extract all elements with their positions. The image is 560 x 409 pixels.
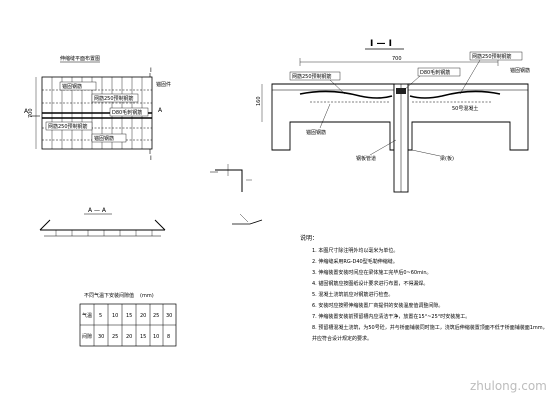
table-r1-c6: 30	[166, 313, 172, 319]
plan-callout-anchor-bottom: 锚固钢筋	[94, 135, 114, 142]
notes-block: 说明： 1. 本图尺寸除注明外均以毫米为单位。 2. 伸缩缝采用RG-D40型毛…	[300, 234, 548, 342]
table-r2-c1: 30	[98, 334, 104, 340]
table-r2-c6: 8	[167, 334, 170, 340]
note-6: 6. 安装时应按照伸缩装置厂商提供的安装温度值调整间隙。	[312, 302, 443, 309]
note-3: 3. 伸缩装置安装时间应在梁体施工完毕后0~60min。	[312, 269, 432, 276]
plan-label-i-bottom: I	[150, 155, 152, 162]
aa-view: A — A	[39, 207, 166, 237]
note-5: 5. 混凝土浇筑前应对钢筋进行检查。	[312, 291, 393, 298]
table-r1-c5: 25	[153, 313, 159, 319]
plan-label-a-right: A	[158, 107, 163, 114]
plan-view: 伸缩缝平面布置图 锚固钢筋 网筋250预制钢筋 D80毛刺钢筋 网筋250预制钢…	[24, 55, 171, 162]
plan-dim-left: 700	[28, 108, 34, 118]
table-r1-c4: 20	[140, 313, 146, 319]
note-8: 8. 预留槽混凝土浇筑，为50号砼，并与桥面铺装同时施工，浇筑后伸缩装置顶面不低…	[312, 324, 548, 331]
plan-callout-mesh-top: 网筋250预制钢筋	[94, 95, 134, 102]
section-title: I — I	[370, 39, 392, 49]
plan-callout-anchor: 锚固钢筋	[62, 83, 82, 90]
plan-label-a-left: A	[24, 108, 29, 115]
table-unit: (mm)	[140, 293, 154, 299]
plan-callout-right-top: 锚固件	[156, 81, 171, 88]
note-2: 2. 伸缩缝采用RG-D40型毛勒伸缩缝。	[312, 258, 398, 265]
table-r1-c1: 5	[99, 313, 102, 319]
note-7: 7. 伸缩装置安装前预留槽内应清洁干净，放置在15°~25°时安装施工。	[312, 313, 470, 320]
section-dim-left: 160	[256, 96, 262, 106]
table-r2-c3: 20	[126, 334, 132, 340]
section-view: I — I 700 160 网筋250预制钢筋 D80毛刺钢筋 网筋2	[256, 39, 530, 193]
plan-title: 伸缩缝平面布置图	[60, 55, 100, 62]
table-r1-c2: 10	[112, 313, 118, 319]
angle-detail	[210, 164, 252, 192]
section-label-beam: 梁(板)	[440, 155, 454, 162]
table-title: 不同气温下安装间隙值	[84, 292, 134, 299]
section-label-pipe: 钢板管道	[356, 155, 376, 162]
table-r2-c4: 15	[140, 334, 146, 340]
section-label-mesh-right: 网筋250预制钢筋	[472, 53, 512, 60]
bend-detail	[232, 213, 263, 225]
table-r1-c0: 气温	[82, 312, 92, 319]
plan-label-i-top: I	[150, 67, 152, 74]
gap-table: 不同气温下安装间隙值 (mm) 气温 5 10 15 20 25 30 间隙 3…	[79, 292, 177, 347]
watermark: zhulong.com	[470, 379, 547, 393]
section-right-slab	[407, 83, 529, 151]
section-label-bar50: 50号混凝土	[452, 105, 478, 112]
notes-heading: 说明：	[300, 234, 318, 242]
plan-callout-d80: D80毛刺钢筋	[112, 109, 142, 116]
table-r2-c5: 10	[153, 334, 159, 340]
note-1: 1. 本图尺寸除注明外均以毫米为单位。	[312, 247, 398, 254]
table-r2-c0: 间隙	[82, 333, 92, 340]
table-r1-c3: 15	[126, 313, 132, 319]
section-label-mesh-left: 网筋250预制钢筋	[292, 73, 332, 80]
aa-title: A — A	[88, 207, 107, 214]
section-label-d80: D80毛刺钢筋	[420, 69, 450, 76]
note-9: 并应符合设计规定的要求。	[312, 335, 372, 342]
section-dim-top: 700	[392, 56, 402, 62]
table-r2-c2: 25	[112, 334, 118, 340]
section-label-anchor-left: 锚固钢筋	[306, 129, 326, 136]
section-label-anchor-right: 锚固钢筋	[510, 67, 530, 74]
note-4: 4. 锚固钢筋应按图纸设计要求进行布置，不得漏焊。	[312, 280, 428, 287]
plan-callout-mesh-bottom: 网筋250预制钢筋	[48, 123, 88, 130]
